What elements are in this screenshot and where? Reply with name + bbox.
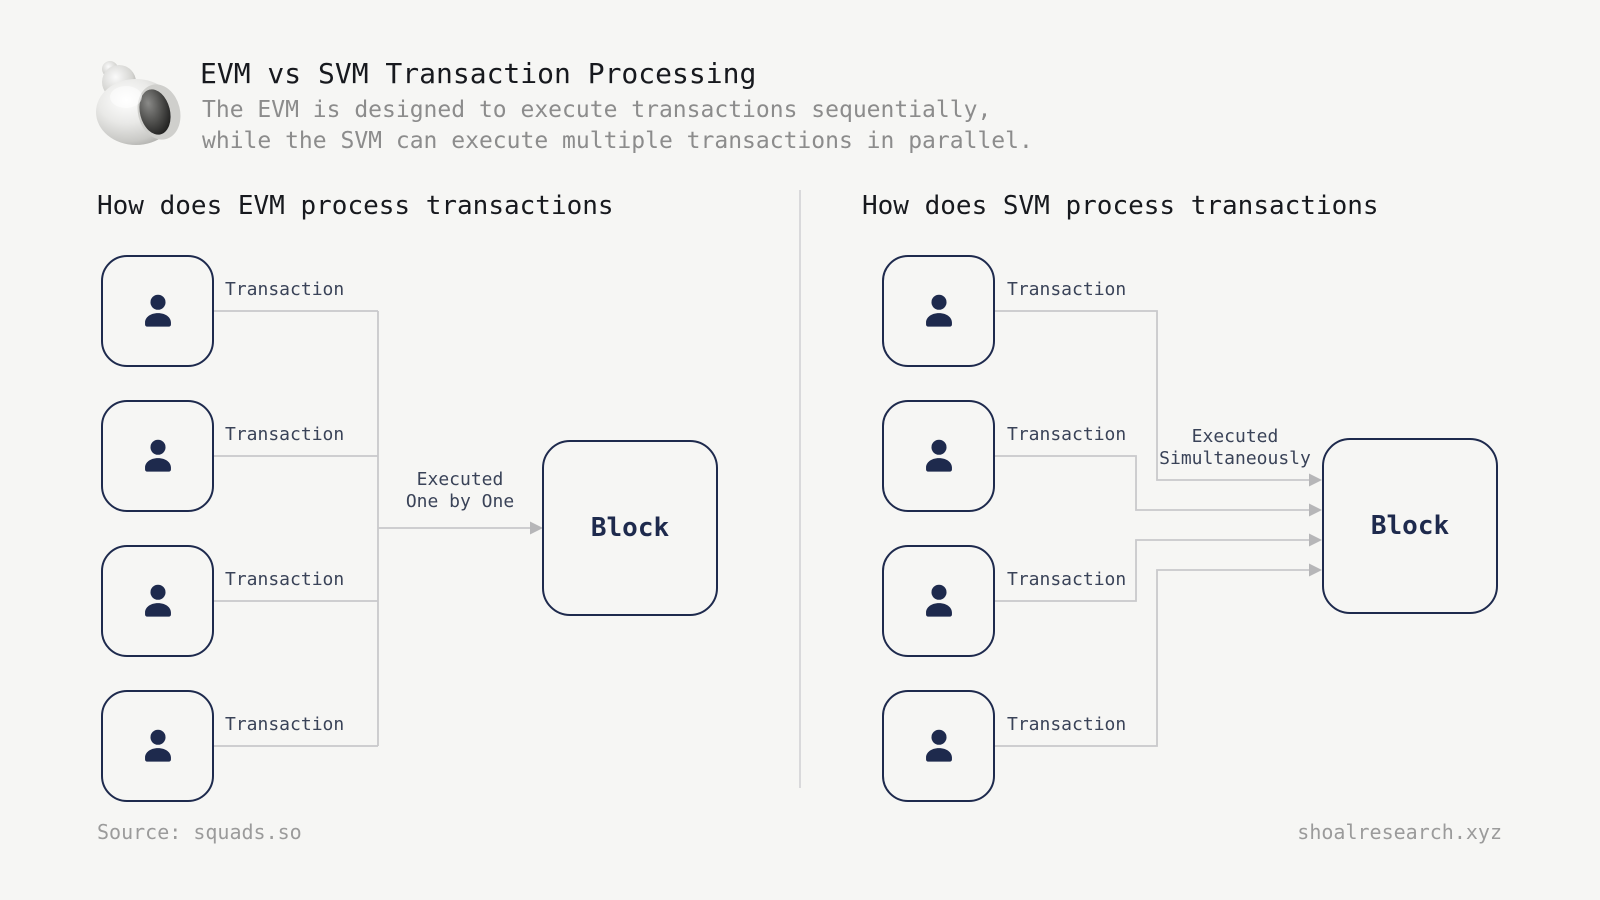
person-icon xyxy=(144,584,171,617)
svm-arrowhead-3 xyxy=(1309,533,1322,547)
person-icon xyxy=(144,729,171,762)
svm-block-label: Block xyxy=(1370,511,1450,541)
person-icon xyxy=(144,439,171,472)
seashell-icon xyxy=(93,55,185,150)
person-icon xyxy=(925,439,952,472)
person-icon xyxy=(925,294,952,327)
svm-user-box-1 xyxy=(882,255,995,367)
svm-transaction-label-3: Transaction xyxy=(1007,569,1127,590)
evm-block-label: Block xyxy=(590,513,670,543)
evm-user-box-1 xyxy=(101,255,214,367)
evm-user-box-3 xyxy=(101,545,214,657)
page-subtitle: The EVM is designed to execute transacti… xyxy=(202,97,1033,154)
svm-arrowhead-2 xyxy=(1309,503,1322,517)
evm-transaction-label-2: Transaction xyxy=(225,424,345,445)
svm-user-box-3 xyxy=(882,545,995,657)
evm-transaction-label-4: Transaction xyxy=(225,714,345,735)
svm-user-box-4 xyxy=(882,690,995,802)
person-icon xyxy=(144,294,171,327)
svm-transaction-label-1: Transaction xyxy=(1007,279,1127,300)
svm-transaction-label-2: Transaction xyxy=(1007,424,1127,445)
svm-arrowhead-1 xyxy=(1309,473,1322,487)
website-credit: shoalresearch.xyz xyxy=(1297,820,1502,844)
svm-user-box-2 xyxy=(882,400,995,512)
evm-transaction-label-3: Transaction xyxy=(225,569,345,590)
evm-block-box: Block xyxy=(542,440,718,616)
svm-transaction-label-4: Transaction xyxy=(1007,714,1127,735)
svm-panel-heading: How does SVM process transactions xyxy=(862,191,1379,221)
panel-divider xyxy=(799,190,801,788)
svm-flow-label: Executed Simultaneously xyxy=(1159,426,1311,469)
evm-panel-heading: How does EVM process transactions xyxy=(97,191,614,221)
evm-user-box-2 xyxy=(101,400,214,512)
person-icon xyxy=(925,729,952,762)
person-icon xyxy=(925,584,952,617)
svm-arrowhead-4 xyxy=(1309,563,1322,577)
source-attribution: Source: squads.so xyxy=(97,820,302,844)
svm-block-box: Block xyxy=(1322,438,1498,614)
page-title: EVM vs SVM Transaction Processing xyxy=(200,57,757,90)
evm-user-box-4 xyxy=(101,690,214,802)
evm-flow-label: Executed One by One xyxy=(405,469,515,512)
evm-transaction-label-1: Transaction xyxy=(225,279,345,300)
